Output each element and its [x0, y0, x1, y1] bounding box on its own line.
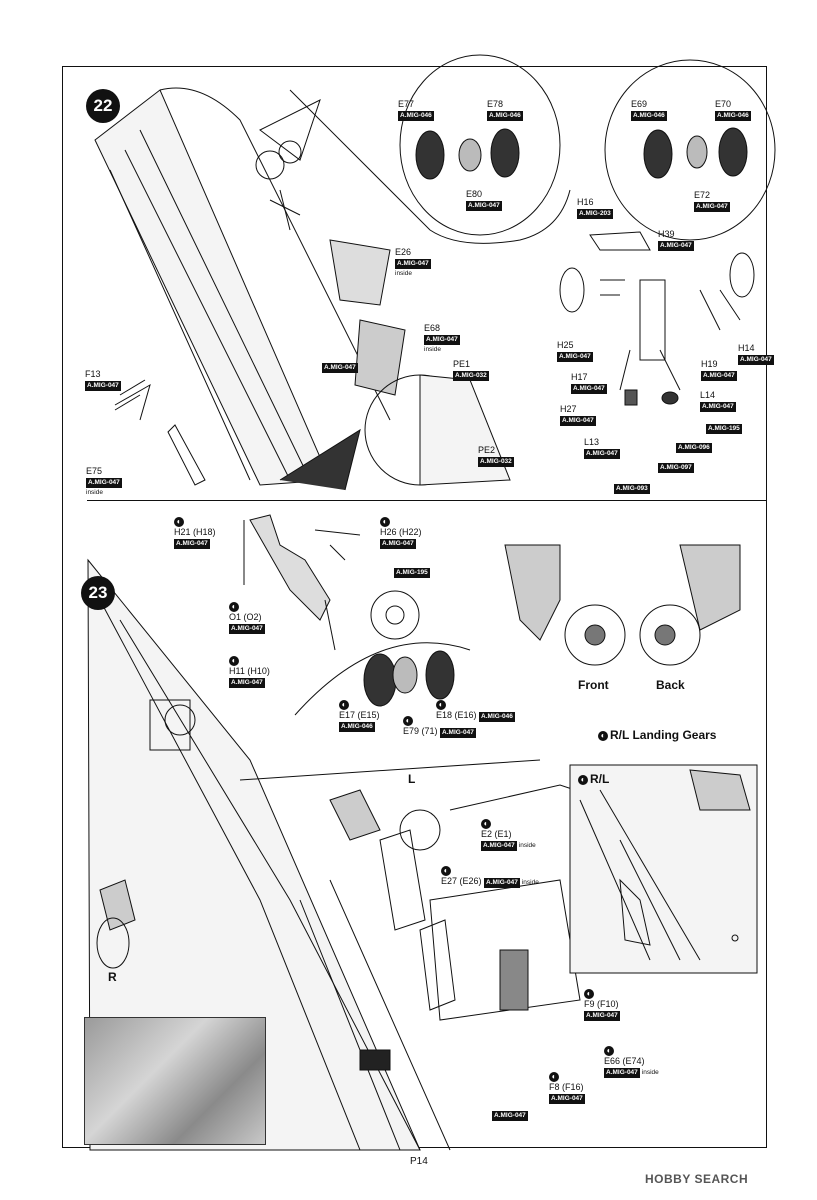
part-label: ◐F9 (F10)A.MIG-047 [584, 988, 620, 1021]
step-divider [87, 500, 767, 501]
page-number: P14 [410, 1156, 428, 1167]
part-label: ◐O1 (O2)A.MIG-047 [229, 601, 265, 634]
caption-rl: ◐R/L [578, 772, 609, 786]
caption-back: Back [656, 678, 685, 692]
paint-code: A.MIG-047 [322, 363, 358, 373]
part-label: ◐H26 (H22)A.MIG-047 [380, 516, 422, 549]
part-label: ◐H11 (H10)A.MIG-047 [229, 655, 270, 688]
part-label: ◐H21 (H18)A.MIG-047 [174, 516, 216, 549]
part-label: ◐E79 (71) A.MIG-047 [403, 715, 476, 738]
paint-code: A.MIG-093 [614, 484, 650, 494]
paint-code: A.MIG-195 [706, 424, 742, 434]
reference-photo [84, 1017, 266, 1145]
step-number-badge: 22 [86, 89, 120, 123]
caption-landing-gears: ◐R/L Landing Gears [598, 728, 716, 742]
part-label: ◐E17 (E15)A.MIG-046 [339, 699, 380, 732]
caption-right: R [108, 970, 117, 984]
caption-left: L [408, 772, 416, 786]
paint-code: A.MIG-096 [676, 443, 712, 453]
part-label: ◐F8 (F16)A.MIG-047 [549, 1071, 585, 1104]
part-label: ◐E18 (E16) A.MIG-046 [436, 699, 515, 722]
paint-code: A.MIG-047 [492, 1111, 528, 1121]
step-number-badge: 23 [81, 576, 115, 610]
caption-front: Front [578, 678, 609, 692]
watermark: HOBBY SEARCH [645, 1172, 749, 1186]
paint-code: A.MIG-195 [394, 568, 430, 578]
paint-code: A.MIG-097 [658, 463, 694, 473]
